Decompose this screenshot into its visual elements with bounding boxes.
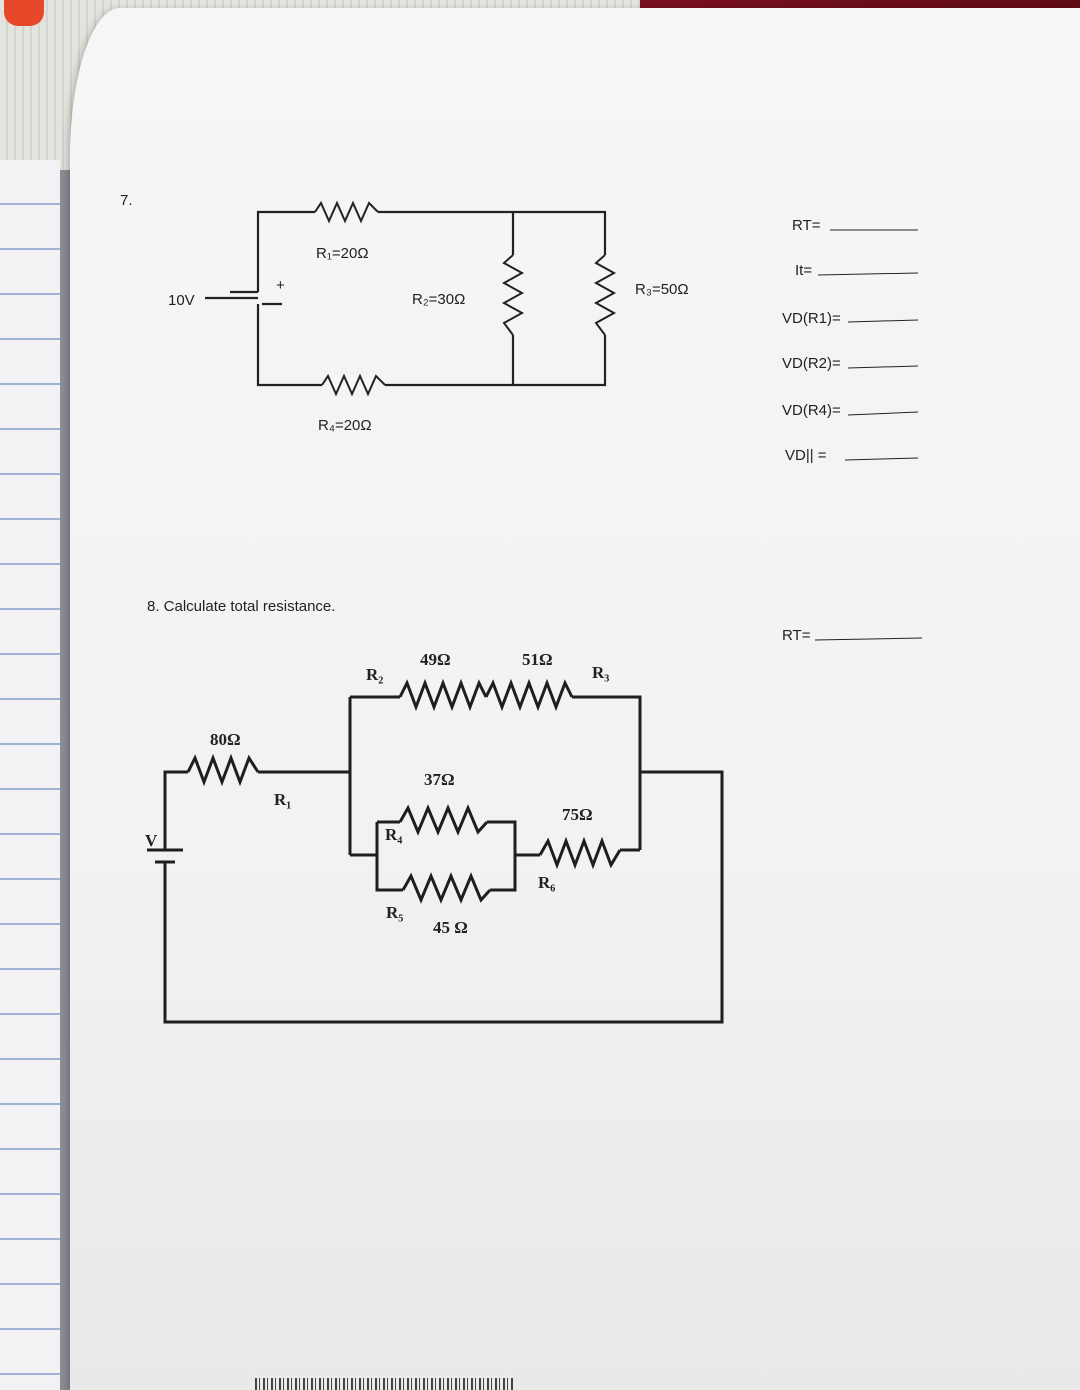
- r5-name: R₅: [386, 903, 403, 922]
- wire-parallel-right: [487, 820, 517, 892]
- resistor-r4: [321, 373, 386, 397]
- r6-name: R₆: [538, 873, 555, 892]
- r4-label: R₄=20Ω: [318, 417, 372, 434]
- problem-8-circuit: V 80Ω R₁ R₂ 49Ω 51Ω R₃ 37Ω R₄ R₅ 45 Ω: [145, 650, 724, 1024]
- r2-value: 49Ω: [420, 650, 451, 669]
- resistor-r2-49: [398, 678, 488, 712]
- wire-outer-loop: [163, 770, 724, 1024]
- barcode: [255, 1378, 515, 1390]
- r4-name: R₄: [385, 825, 402, 844]
- answer-label-vd-r1: VD(R1)=: [782, 310, 841, 327]
- problem-8-prompt: 8. Calculate total resistance.: [147, 598, 335, 615]
- wire-top-right: [572, 695, 642, 850]
- battery-10v: [205, 290, 282, 306]
- wire-left-up: [163, 770, 188, 850]
- r4-value: 37Ω: [424, 770, 455, 789]
- r3-label: R₃=50Ω: [635, 281, 689, 298]
- r6-value: 75Ω: [562, 805, 593, 824]
- wire-top: [378, 210, 607, 255]
- r3-name: R₃: [592, 663, 609, 682]
- problem-7-answers: RT= It= VD(R1)= VD(R2)= VD(R4)= VD|| =: [782, 217, 919, 464]
- answer-label-rt: RT=: [792, 217, 821, 234]
- r1-value: 80Ω: [210, 730, 241, 749]
- answer-label-vd-parallel: VD|| =: [785, 447, 827, 464]
- answer-label-rt-8: RT=: [782, 627, 811, 644]
- answer-label-vd-r2: VD(R2)=: [782, 355, 841, 372]
- r2-label: R₂=30Ω: [412, 291, 465, 308]
- resistor-r1: [314, 200, 379, 224]
- r1-name: R₁: [274, 790, 291, 809]
- background-marker-cap: [4, 0, 44, 26]
- r5-value: 45 Ω: [433, 918, 468, 937]
- r2-name: R₂: [366, 665, 383, 684]
- resistor-r5-45: [401, 872, 492, 904]
- r1-label: R₁=20Ω: [316, 245, 369, 262]
- wire-left-bottom: [256, 304, 322, 387]
- source-label-v: V: [145, 831, 158, 850]
- worksheet-paper: [70, 8, 1080, 1390]
- wire-parallel-left: [375, 822, 403, 892]
- answer-label-vd-r4: VD(R4)=: [782, 402, 841, 419]
- resistor-r3-51: [484, 678, 574, 712]
- wire-bottom: [385, 335, 607, 387]
- wire-left-top: [256, 210, 315, 292]
- answer-label-it: It=: [795, 262, 812, 279]
- resistor-r4-37: [398, 804, 489, 836]
- background-notebook: [0, 160, 60, 1390]
- resistor-r6-75: [538, 836, 622, 870]
- resistor-r3: [593, 254, 617, 336]
- problem-7-number: 7.: [120, 192, 133, 209]
- battery-v: [147, 848, 183, 864]
- r3-value: 51Ω: [522, 650, 553, 669]
- battery-plus-sign: +: [276, 277, 285, 294]
- resistor-r2: [501, 254, 525, 336]
- problem-7-circuit: 7. 10V + R₁=20Ω R₄=20Ω R₂=30Ω R₃=50Ω: [120, 192, 689, 434]
- source-voltage-label: 10V: [168, 292, 195, 309]
- resistor-r1-80: [186, 753, 260, 787]
